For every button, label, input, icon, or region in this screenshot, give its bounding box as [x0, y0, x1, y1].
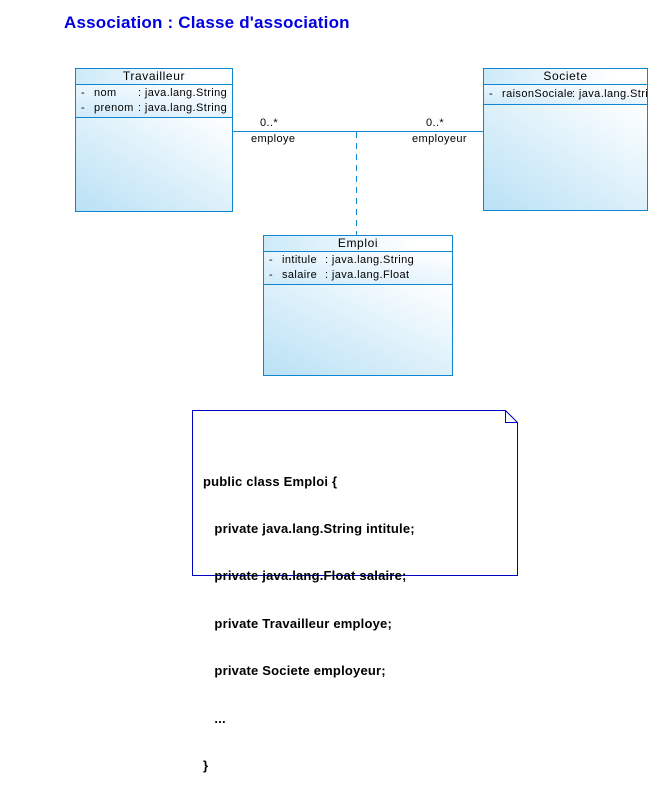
class-body: [264, 285, 452, 375]
attr-type: : java.lang.String: [138, 101, 228, 114]
class-box-societe: Societe - raisonSociale : java.lang.Stri…: [483, 68, 648, 211]
attr-name: raisonSociale: [502, 88, 574, 100]
class-body: [484, 104, 647, 210]
attribute-row: - salaire : java.lang.Float: [269, 268, 452, 283]
note-text-line: ...: [203, 710, 226, 726]
note-text-line: private Travailleur employe;: [203, 615, 392, 631]
class-body: [76, 118, 232, 211]
attribute-row: - prenom : java.lang.String: [81, 101, 232, 116]
attr-name: nom: [94, 87, 117, 99]
attr-visibility: -: [81, 87, 86, 99]
class-title-travailleur: Travailleur: [76, 69, 232, 85]
attr-type: : java.lang.String: [325, 254, 415, 266]
attr-type: : java.lang.String: [138, 87, 228, 99]
role-label-right: employeur: [412, 133, 467, 145]
note-text-line: private Societe employeur;: [203, 663, 386, 679]
class-box-emploi: Emploi - intitule : java.lang.String - s…: [263, 235, 453, 376]
attr-name: intitule: [282, 254, 317, 266]
note-text-line: public class Emploi {: [203, 473, 338, 489]
attr-visibility: -: [81, 101, 86, 114]
attr-visibility: -: [269, 254, 274, 266]
attr-visibility: -: [269, 268, 274, 281]
note-box: public class Emploi { private java.lang.…: [192, 410, 518, 773]
class-title-emploi: Emploi: [264, 236, 452, 252]
multiplicity-label-left: 0..*: [260, 117, 279, 129]
note-text-line: }: [203, 757, 209, 773]
note-text-line: private java.lang.String intitule;: [203, 520, 415, 536]
attribute-row: - nom : java.lang.String: [81, 86, 232, 101]
attribute-row: - intitule : java.lang.String: [269, 253, 452, 268]
class-title-societe: Societe: [484, 69, 647, 85]
class-attributes-societe: - raisonSociale : java.lang.Strin: [484, 85, 647, 105]
note-shape: [192, 410, 518, 576]
class-box-travailleur: Travailleur - nom : java.lang.String - p…: [75, 68, 233, 212]
note-fold-icon: [505, 410, 518, 423]
role-label-left: employe: [251, 133, 296, 145]
attribute-row: - raisonSociale : java.lang.Strin: [489, 87, 647, 102]
attr-type: : java.lang.Float: [325, 268, 410, 281]
note-text-line: private java.lang.Float salaire;: [203, 568, 407, 584]
attr-name: prenom: [94, 101, 134, 114]
note-text: public class Emploi { private java.lang.…: [203, 442, 415, 805]
attr-visibility: -: [489, 88, 494, 100]
diagram-title: Association : Classe d'association: [64, 13, 350, 32]
attr-name: salaire: [282, 268, 318, 281]
attr-type: : java.lang.Strin: [572, 88, 647, 100]
uml-diagram-canvas: Association : Classe d'association Trava…: [64, 13, 648, 773]
note-outline: [192, 410, 518, 576]
multiplicity-label-right: 0..*: [426, 117, 445, 129]
class-attributes-travailleur: - nom : java.lang.String - prenom : java…: [76, 85, 232, 118]
class-attributes-emploi: - intitule : java.lang.String - salaire …: [264, 252, 452, 285]
